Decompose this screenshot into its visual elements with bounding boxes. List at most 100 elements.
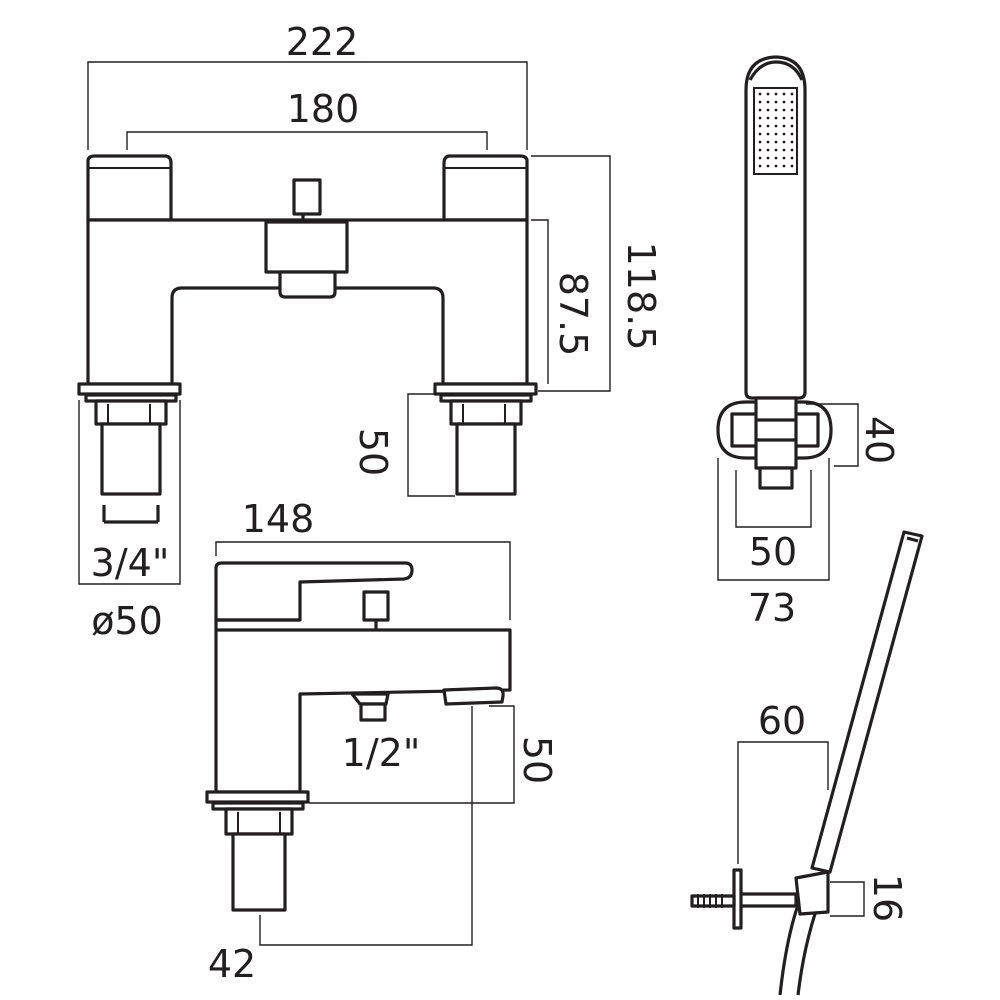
spray-nozzle <box>790 132 794 136</box>
spray-nozzle <box>766 116 770 120</box>
spray-nozzle <box>790 148 794 152</box>
label-outlet-thread: 1/2" <box>342 731 421 775</box>
spray-nozzle <box>782 124 786 128</box>
spray-nozzle <box>790 140 794 144</box>
spray-nozzle <box>790 108 794 112</box>
spray-nozzle <box>758 92 762 96</box>
spray-nozzle <box>790 116 794 120</box>
label-outlet-height: 50 <box>515 736 559 784</box>
dim-overall-width <box>87 61 528 150</box>
spray-nozzle <box>782 92 786 96</box>
left-handle <box>86 154 173 222</box>
label-tail-length: 50 <box>351 428 395 476</box>
spray-nozzle <box>766 164 770 168</box>
mixer-body <box>86 218 529 386</box>
spray-nozzle <box>790 100 794 104</box>
right-base-plate <box>433 382 538 396</box>
spray-nozzle <box>774 132 778 136</box>
spray-nozzle <box>782 156 786 160</box>
spray-nozzle <box>774 100 778 104</box>
spray-nozzle <box>790 124 794 128</box>
spray-nozzle <box>766 100 770 104</box>
label-tail-width: 42 <box>208 942 256 986</box>
spray-dots <box>758 92 794 168</box>
label-overall-height: 118.5 <box>619 242 663 351</box>
label-bracket-thickness: 16 <box>865 874 909 922</box>
label-base-diameter: ø50 <box>91 599 163 643</box>
side-lever <box>214 561 414 622</box>
spray-nozzle <box>774 140 778 144</box>
spray-nozzle <box>758 108 762 112</box>
spray-nozzle <box>758 132 762 136</box>
dim-holder-height <box>806 403 859 467</box>
left-tail <box>100 422 162 496</box>
label-thread: 3/4" <box>91 541 170 585</box>
right-tail <box>455 422 517 496</box>
holder-clip <box>754 396 798 470</box>
side-view: 148 1/2" 50 42 <box>205 497 559 986</box>
side-outlet <box>442 686 505 706</box>
diverter-housing <box>264 220 349 274</box>
spray-nozzle <box>782 116 786 120</box>
label-holder-inner: 50 <box>749 530 797 574</box>
spray-nozzle <box>758 116 762 120</box>
spray-nozzle <box>766 92 770 96</box>
spray-nozzle <box>774 156 778 160</box>
label-overall-width: 222 <box>286 20 359 64</box>
diverter-knob <box>292 178 322 216</box>
dim-overall-height <box>531 155 611 392</box>
left-nut <box>94 399 168 426</box>
dim-outlet-height <box>309 705 515 804</box>
label-height-to-deck: 87.5 <box>551 272 595 357</box>
label-depth: 148 <box>242 497 315 541</box>
label-bracket-projection: 60 <box>758 699 806 743</box>
dim-tail-width <box>259 706 473 946</box>
side-nut <box>224 807 294 836</box>
label-holder-height: 40 <box>857 416 901 464</box>
side-base-plate <box>205 790 310 804</box>
dim-height-to-deck <box>531 219 549 384</box>
spray-nozzle <box>766 148 770 152</box>
dim-depth <box>215 541 511 620</box>
spray-nozzle <box>774 148 778 152</box>
dim-bracket-projection <box>737 741 829 864</box>
front-view: 222 180 118.5 87.5 50 3/4" ø50 <box>77 20 663 643</box>
spray-nozzle <box>790 92 794 96</box>
spray-nozzle <box>774 124 778 128</box>
spray-nozzle <box>766 156 770 160</box>
dim-base-diameter <box>78 400 181 585</box>
shower-hose <box>810 530 924 874</box>
spray-nozzle <box>782 100 786 104</box>
dim-holder-inner <box>735 470 812 528</box>
spray-nozzle <box>774 108 778 112</box>
dim-centres <box>126 131 488 150</box>
label-holder-outer: 73 <box>748 586 796 630</box>
spray-nozzle <box>766 124 770 128</box>
wall-bracket-view: 60 16 <box>690 530 924 996</box>
spray-nozzle <box>782 148 786 152</box>
spray-nozzle <box>790 164 794 168</box>
spray-nozzle <box>758 164 762 168</box>
spray-nozzle <box>782 164 786 168</box>
dim-bracket-thickness <box>830 881 865 917</box>
spray-nozzle <box>790 156 794 160</box>
left-base-plate <box>77 382 182 396</box>
label-centres: 180 <box>287 87 360 131</box>
side-diverter-knob <box>362 590 390 622</box>
spray-nozzle <box>758 124 762 128</box>
spray-nozzle <box>774 92 778 96</box>
spray-nozzle <box>782 108 786 112</box>
dim-holder-outer <box>717 458 830 581</box>
right-nut <box>449 399 523 426</box>
spray-nozzle <box>758 156 762 160</box>
spray-nozzle <box>774 116 778 120</box>
side-tail <box>231 832 287 912</box>
wall-bracket <box>794 870 830 916</box>
spray-nozzle <box>774 164 778 168</box>
right-handle <box>442 154 529 222</box>
dim-tail-length <box>407 393 455 497</box>
wall-screw <box>690 894 736 908</box>
handset-holder-view: 40 50 73 <box>716 55 901 630</box>
spray-nozzle <box>766 140 770 144</box>
